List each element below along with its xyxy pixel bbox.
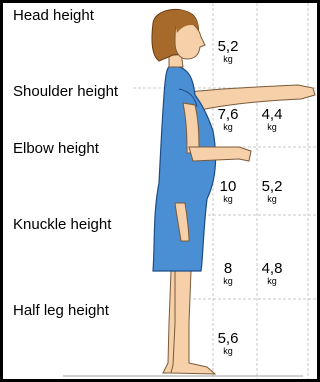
weight-knuckle-close: 10 kg [211,179,245,204]
front-leg [171,271,215,374]
weight-shoulder-far: 4,4 kg [255,107,289,132]
zone-label-knuckle-height: Knuckle height [13,216,111,233]
zone-label-shoulder-height: Shoulder height [13,83,118,100]
zone-label-elbow-height: Elbow height [13,140,99,157]
forearm [189,147,251,161]
zone-label-head-height: Head height [13,7,94,24]
weight-shoulder-close: 7,6 kg [211,107,245,132]
weight-floor-close: 5,6 kg [211,331,245,356]
zone-label-half-leg-height: Half leg height [13,302,109,319]
weight-half-leg-far: 4,8 kg [255,261,289,286]
weight-head-close: 5,2 kg [211,39,245,64]
weight-knuckle-far: 5,2 kg [255,179,289,204]
weight-half-leg-close: 8 kg [211,261,245,286]
